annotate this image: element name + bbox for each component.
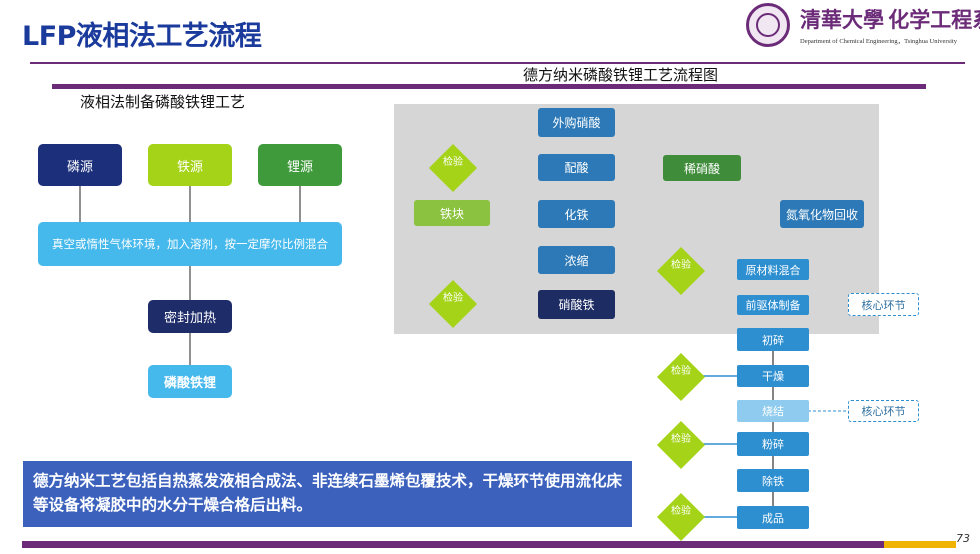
right-subtitle: 德方纳米磷酸铁锂工艺流程图 (523, 66, 719, 84)
department-name-en: Department of Chemical Engineering，Tsing… (800, 38, 957, 45)
concentrate-box: 浓缩 (538, 246, 615, 274)
nox-recovery-box: 氮氧化物回收 (780, 200, 864, 228)
core-step-tag: 核心环节 (848, 400, 919, 422)
step-raw-mixing: 原材料混合 (737, 259, 809, 280)
check-label: 检验 (443, 157, 463, 168)
step-label: 前驱体制备 (745, 299, 801, 312)
iron-source-box: 铁源 (148, 144, 232, 186)
acid-prep-label: 配酸 (564, 161, 589, 175)
department-name: 清華大學 化学工程系 (800, 7, 980, 32)
footer-accent-bar (884, 541, 956, 548)
step-iron-removal: 除铁 (737, 469, 809, 492)
step-label: 除铁 (762, 474, 784, 488)
step-drying: 干燥 (737, 365, 809, 387)
mixing-step-label: 真空或惰性气体环境，加入溶剂，按一定摩尔比例混合 (52, 237, 328, 251)
subtitle-rule (52, 84, 926, 89)
lithium-source-label: 锂源 (286, 159, 313, 175)
footer-bar (22, 541, 884, 548)
left-subtitle: 液相法制备磷酸铁锂工艺 (80, 93, 246, 111)
iron-block-box: 铁块 (414, 200, 490, 226)
page-number: 73 (956, 532, 970, 545)
iron-block-label: 铁块 (439, 206, 464, 221)
nox-recovery-label: 氮氧化物回收 (785, 207, 858, 222)
check-label: 检验 (671, 366, 691, 377)
header-rule (30, 62, 965, 64)
acid-prep-box: 配酸 (538, 154, 615, 181)
seal-heat-box: 密封加热 (148, 300, 232, 333)
check-label: 检验 (671, 260, 691, 271)
core-step-tag: 核心环节 (848, 293, 919, 316)
university-name: 清華大學 (800, 7, 884, 32)
step-label: 成品 (762, 511, 784, 525)
step-label: 原材料混合 (745, 263, 801, 277)
dilute-nitric-box: 稀硝酸 (663, 155, 741, 181)
core-step-label: 核心环节 (861, 405, 906, 418)
buy-nitric-label: 外购硝酸 (552, 116, 601, 130)
lfp-product-label: 磷酸铁锂 (163, 376, 216, 391)
step-initial-crush: 初碎 (737, 328, 809, 351)
ferric-nitrate-label: 硝酸铁 (558, 298, 595, 312)
phosphorus-source-label: 磷源 (66, 159, 93, 175)
step-finished-product: 成品 (737, 506, 809, 529)
iron-source-label: 铁源 (176, 159, 203, 175)
step-label: 烧结 (762, 405, 784, 418)
check-label: 检验 (671, 434, 691, 445)
lfp-product-box: 磷酸铁锂 (148, 365, 232, 398)
step-label: 粉碎 (762, 438, 784, 451)
buy-nitric-box: 外购硝酸 (538, 108, 615, 137)
iron-melt-box: 化铁 (538, 200, 615, 228)
university-logo (746, 3, 790, 47)
core-step-label: 核心环节 (861, 298, 906, 312)
iron-melt-label: 化铁 (564, 207, 589, 222)
step-grinding: 粉碎 (737, 432, 809, 456)
seal-heat-label: 密封加热 (163, 311, 216, 326)
page-title: LFP液相法工艺流程 (22, 21, 262, 52)
step-sintering: 烧结 (737, 400, 809, 422)
check-label: 检验 (443, 293, 463, 304)
check-label: 检验 (671, 506, 691, 517)
step-label: 初碎 (762, 333, 784, 347)
step-label: 干燥 (762, 370, 784, 383)
lithium-source-box: 锂源 (258, 144, 342, 186)
phosphorus-source-box: 磷源 (38, 144, 122, 186)
ferric-nitrate-box: 硝酸铁 (538, 290, 615, 319)
concentrate-label: 浓缩 (564, 253, 589, 268)
mixing-step-box: 真空或惰性气体环境，加入溶剂，按一定摩尔比例混合 (38, 222, 342, 266)
dilute-nitric-label: 稀硝酸 (683, 161, 720, 176)
summary-note: 德方纳米工艺包括自热蒸发液相合成法、非连续石墨烯包覆技术，干燥环节使用流化床等设… (23, 461, 632, 527)
step-precursor: 前驱体制备 (737, 295, 809, 315)
